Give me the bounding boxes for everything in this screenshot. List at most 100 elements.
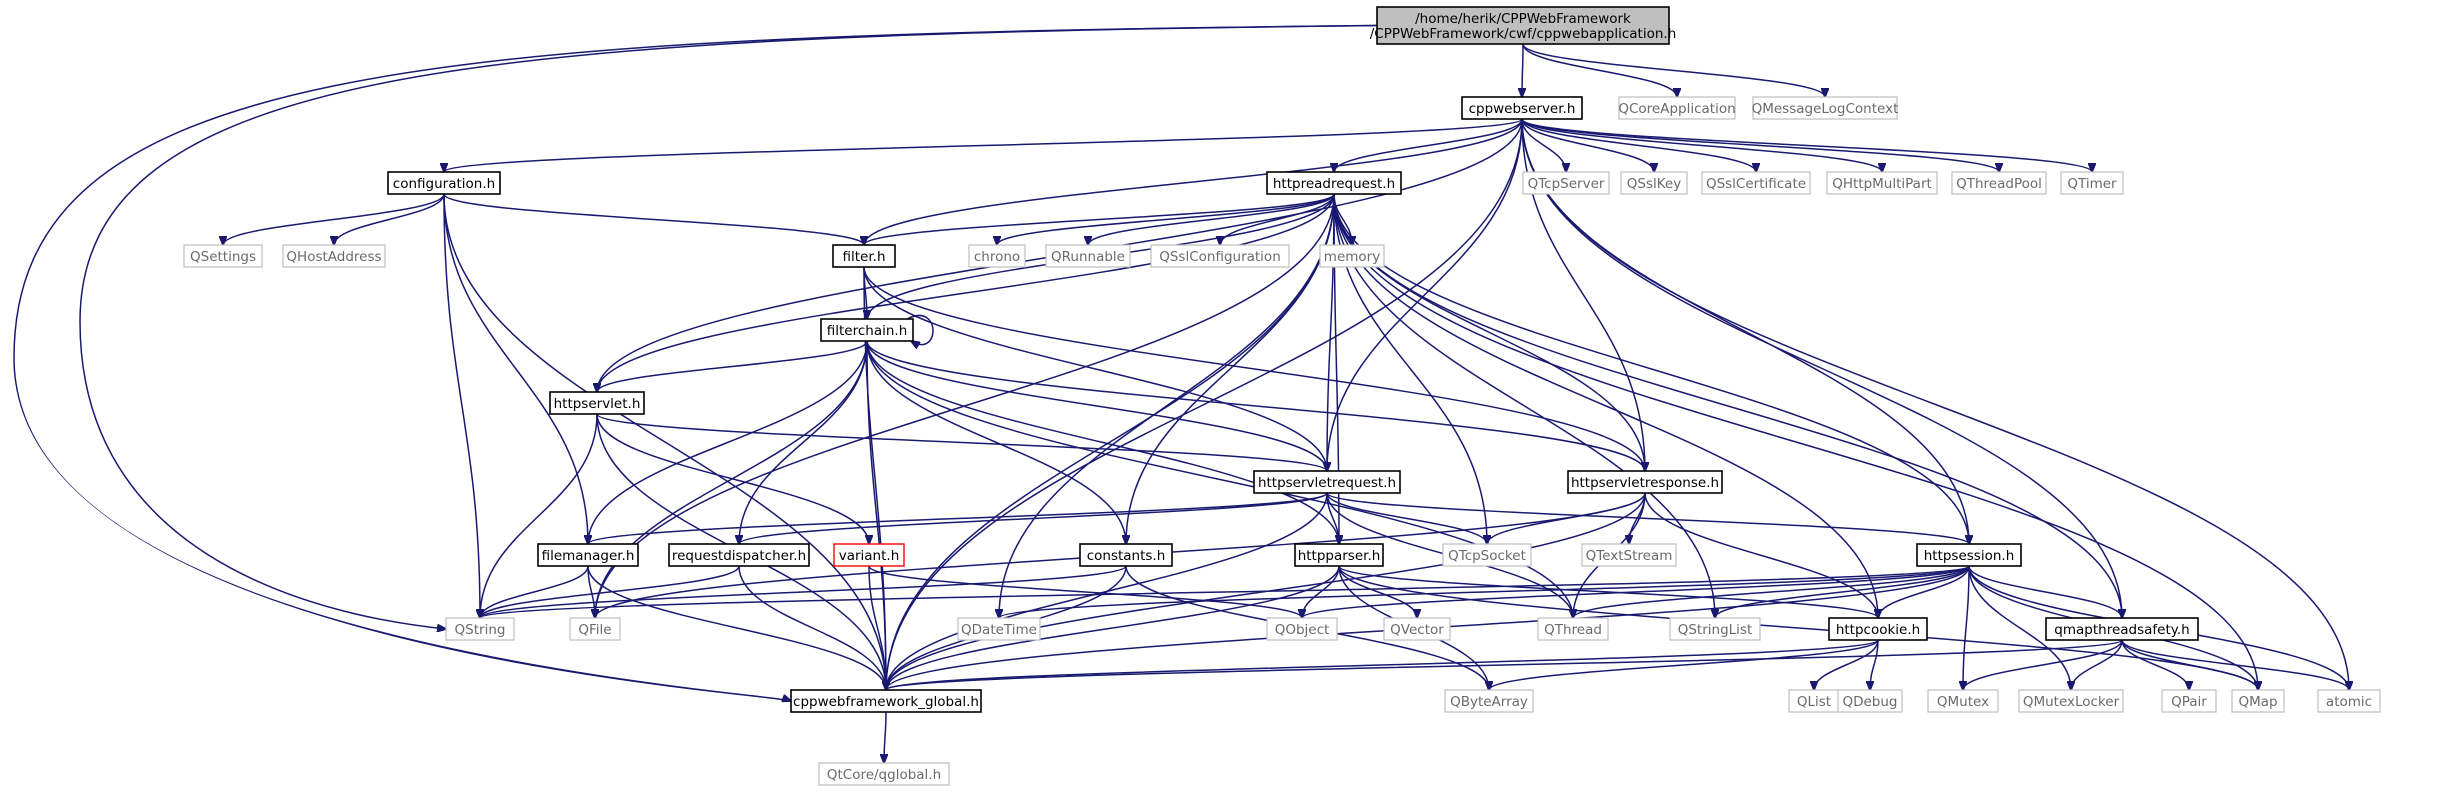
node-label-httpparser: httpparser.h	[1298, 548, 1381, 564]
edge-httpreadrequest-to-qdatetime	[999, 193, 1335, 618]
node-httpservlet[interactable]: httpservlet.h	[549, 391, 645, 415]
edge-cppwebserver-to-qtimer	[1521, 118, 2092, 172]
node-label-qvector: QVector	[1390, 622, 1444, 638]
node-memory: memory	[1319, 244, 1385, 268]
node-box-requestdispatcher	[668, 543, 810, 567]
node-qtcpsocket: QTcpSocket	[1442, 543, 1532, 567]
node-httpservletresponse[interactable]: httpservletresponse.h	[1567, 470, 1723, 494]
node-box-qhttpmultipart	[1826, 171, 1938, 195]
node-box-qtcpsocket	[1442, 543, 1532, 567]
node-label-memory: memory	[1324, 249, 1380, 265]
node-box-qmutexlocker	[2018, 689, 2124, 713]
node-label-cppwebserver: cppwebserver.h	[1469, 101, 1576, 117]
node-label-qthreadpool: QThreadPool	[1956, 176, 2042, 192]
edge-filter-to-httpservletrequest	[863, 266, 1327, 471]
edge-cppwebserver-to-qthreadpool	[1521, 118, 1999, 172]
node-filemanager[interactable]: filemanager.h	[537, 543, 639, 567]
edge-qmapthreadsafety-to-qmap	[2121, 639, 2258, 690]
node-httpsession[interactable]: httpsession.h	[1916, 543, 2022, 567]
node-box-qmutex	[1927, 689, 1999, 713]
node-filter[interactable]: filter.h	[832, 244, 896, 268]
edge-root-to-qcoreapplication	[1522, 43, 1677, 97]
node-qtcpserver: QTcpServer	[1522, 171, 1610, 195]
edge-configuration-to-qstring	[443, 193, 480, 618]
node-qstringlist: QStringList	[1669, 617, 1761, 641]
node-cppwebserver[interactable]: cppwebserver.h	[1461, 96, 1583, 120]
node-box-qbytearray	[1444, 689, 1534, 713]
edge-cppwebserver-to-configuration	[444, 118, 1523, 172]
node-box-httpparser	[1294, 543, 1384, 567]
node-httpparser[interactable]: httpparser.h	[1294, 543, 1384, 567]
edge-configuration-to-qsettings	[223, 193, 445, 245]
edge-filterchain-to-constants	[866, 340, 1126, 544]
node-label-qbytearray: QByteArray	[1450, 694, 1528, 710]
node-label-qdebug: QDebug	[1842, 694, 1897, 710]
node-label-qtimer: QTimer	[2067, 176, 2117, 192]
node-qtextstream: QTextStream	[1581, 543, 1677, 567]
edge-cppwebserver-to-qsslcertificate	[1521, 118, 1756, 172]
node-box-chrono	[968, 244, 1026, 268]
node-label-qrunnable: QRunnable	[1051, 249, 1125, 265]
node-filterchain[interactable]: filterchain.h	[820, 318, 914, 342]
edge-qmapthreadsafety-to-qpair	[2121, 639, 2189, 690]
node-box-qstringlist	[1669, 617, 1761, 641]
edge-requestdispatcher-to-qstring	[480, 565, 740, 618]
node-constants[interactable]: constants.h	[1079, 543, 1173, 567]
edge-httpsession-to-qstring	[480, 565, 1970, 618]
node-qhostaddress: QHostAddress	[282, 244, 386, 268]
node-qmessagelogcontext: QMessageLogContext	[1752, 96, 1898, 120]
node-httpreadrequest[interactable]: httpreadrequest.h	[1266, 171, 1402, 195]
node-box-qdebug	[1837, 689, 1903, 713]
node-variant[interactable]: variant.h	[833, 543, 905, 567]
node-qdebug: QDebug	[1837, 689, 1903, 713]
node-label-httpreadrequest: httpreadrequest.h	[1273, 176, 1395, 192]
edge-cppwebserver-to-qmapthreadsafety	[1521, 118, 2122, 618]
node-box-qvector	[1383, 617, 1451, 641]
edge-httpreadrequest-to-qmap	[1333, 193, 2258, 690]
node-box-filter	[832, 244, 896, 268]
edge-httpcookie-to-qbytearray	[1489, 639, 1879, 690]
node-root[interactable]: /home/herik/CPPWebFramework/CPPWebFramew…	[1370, 6, 1677, 45]
node-box-cppwebframework_global	[790, 689, 982, 713]
node-label-qglobal: QtCore/qglobal.h	[827, 767, 941, 783]
node-box-qsslconfiguration	[1150, 244, 1290, 268]
node-box-qpair	[2161, 689, 2217, 713]
edge-httpservlet-to-qstring	[480, 413, 598, 618]
node-qstring: QString	[445, 617, 515, 641]
edge-httpservlet-to-httpservletrequest	[596, 413, 1327, 471]
node-cppwebframework_global[interactable]: cppwebframework_global.h	[790, 689, 982, 713]
edge-httpservletrequest-to-qtcpsocket	[1326, 492, 1487, 544]
node-box-qmap	[2231, 689, 2285, 713]
node-box-qsslkey	[1620, 171, 1688, 195]
node-box-qsslcertificate	[1701, 171, 1811, 195]
node-qmutex: QMutex	[1927, 689, 1999, 713]
node-label-requestdispatcher: requestdispatcher.h	[672, 548, 806, 564]
node-label-qlist: QList	[1797, 694, 1831, 710]
edge-filemanager-to-qfile	[587, 565, 595, 618]
edge-httpservletresponse-to-httpcookie	[1644, 492, 1878, 618]
node-box-qthread	[1537, 617, 1609, 641]
edge-filterchain-to-filemanager	[588, 340, 868, 544]
node-httpcookie[interactable]: httpcookie.h	[1828, 617, 1928, 641]
node-label-qthread: QThread	[1544, 622, 1602, 638]
node-qmapthreadsafety[interactable]: qmapthreadsafety.h	[2045, 617, 2199, 641]
node-box-qfile	[569, 617, 621, 641]
edge-httpsession-to-qmutex	[1963, 565, 1970, 690]
edge-httpsession-to-qmapthreadsafety	[1968, 565, 2122, 618]
edge-httpreadrequest-to-filter	[864, 193, 1335, 245]
edge-cppwebserver-to-qhttpmultipart	[1521, 118, 1882, 172]
node-requestdispatcher[interactable]: requestdispatcher.h	[668, 543, 810, 567]
node-label-root-line1: /CPPWebFramework/cwf/cppwebapplication.h	[1370, 26, 1677, 42]
edge-httpcookie-to-cppwebframework_global	[886, 639, 1879, 690]
node-httpservletrequest[interactable]: httpservletrequest.h	[1253, 470, 1401, 494]
edge-root-to-cppwebserver	[1522, 43, 1523, 97]
node-box-qrunnable	[1045, 244, 1131, 268]
node-qrunnable: QRunnable	[1045, 244, 1131, 268]
node-box-qobject	[1266, 617, 1338, 641]
node-label-qcoreapplication: QCoreApplication	[1618, 101, 1735, 117]
node-label-qpair: QPair	[2171, 694, 2207, 710]
node-configuration[interactable]: configuration.h	[387, 171, 501, 195]
node-qdatetime: QDateTime	[957, 617, 1041, 641]
node-qglobal: QtCore/qglobal.h	[818, 762, 950, 786]
